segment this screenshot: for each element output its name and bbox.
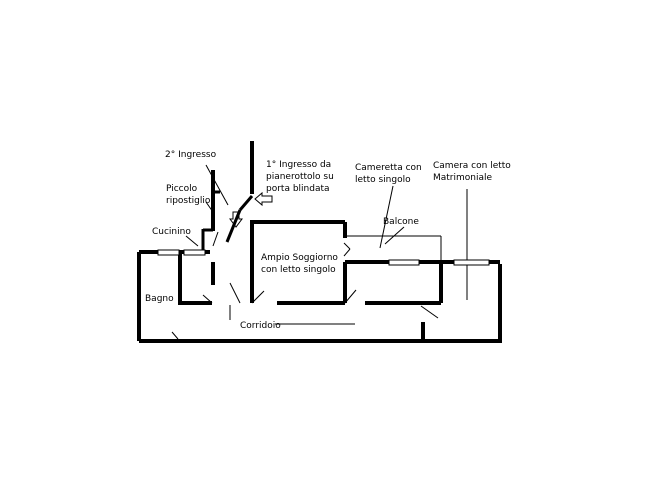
windows — [157, 249, 490, 266]
label-small-bedroom: Cameretta con letto singolo — [355, 163, 422, 185]
leader-lines — [185, 164, 405, 325]
label-bathroom: Bagno — [145, 294, 174, 304]
label-master-bedroom: Camera con letto Matrimoniale — [433, 161, 511, 183]
label-corridor: Corridoio — [240, 321, 281, 331]
balcony-lines — [345, 189, 468, 300]
label-storage: Piccolo ripostiglio — [166, 184, 211, 206]
label-kitchenette: Cucinino — [152, 227, 191, 237]
bathroom-walls — [178, 252, 425, 341]
entrance-walls — [201, 141, 254, 303]
arrow-down-icon — [229, 211, 243, 228]
door-swings — [171, 195, 439, 340]
label-living-room: Ampio Soggiorno con letto singolo — [261, 253, 338, 275]
arrow-left-icon — [254, 191, 273, 207]
label-first-entrance: 1° Ingresso da pianerottolo su porta bli… — [266, 160, 334, 194]
label-second-entrance: 2° Ingresso — [165, 150, 217, 160]
label-balcony: Balcone — [383, 217, 419, 227]
